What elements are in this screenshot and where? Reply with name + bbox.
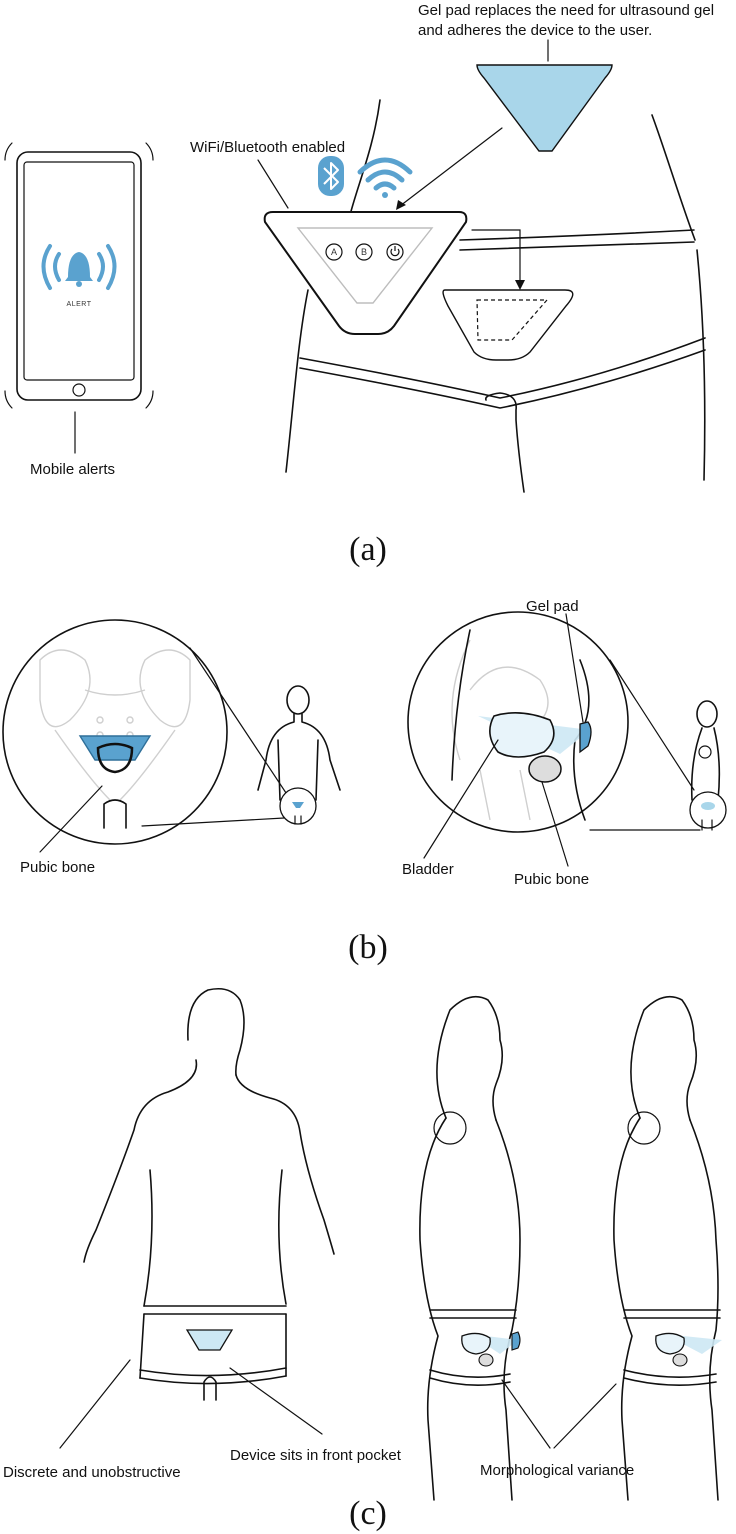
device-to-pocket-arrow — [471, 229, 521, 283]
button-b[interactable]: B — [355, 243, 373, 261]
pocket-label: Device sits in front pocket — [230, 1447, 402, 1464]
svg-text:B: B — [361, 247, 367, 257]
zoom-connector — [189, 647, 297, 809]
side-bladder-label: Bladder — [402, 861, 454, 878]
zoom-connector — [609, 659, 695, 791]
panel-c-label: (c) — [349, 1495, 387, 1532]
pocket-device-outline — [476, 299, 549, 341]
phone-screen — [23, 161, 135, 381]
bladder-leader — [423, 739, 499, 859]
bell-icon — [41, 244, 117, 290]
svg-text:A: A — [331, 247, 337, 257]
front-zoom-circle — [2, 619, 228, 845]
side-view-figure-1 — [419, 995, 521, 1501]
pubic-leader-front — [39, 785, 103, 853]
side-gel-pad — [579, 721, 592, 754]
phone: ALERT — [4, 142, 154, 454]
panel-a-label: (a) — [349, 531, 387, 568]
variance-label: Morphological variance — [480, 1462, 634, 1479]
button-a[interactable]: A — [325, 243, 343, 261]
side-pubic-bone — [528, 755, 562, 783]
pocket-device — [185, 1329, 234, 1351]
vibration-arc — [145, 390, 154, 409]
wireless-leader-line — [257, 159, 289, 209]
phone-alert-text: ALERT — [67, 301, 92, 308]
zoom-connector — [141, 817, 285, 827]
gel-leader-side — [565, 613, 584, 723]
arrow-head — [515, 280, 525, 290]
bluetooth-icon — [318, 156, 344, 196]
side-bladder — [489, 712, 555, 758]
power-icon[interactable] — [386, 243, 404, 261]
side-pubic-label: Pubic bone — [514, 871, 589, 888]
wifi-icon — [357, 157, 413, 198]
gel-caption-line2: and adheres the device to the user. — [418, 22, 652, 39]
pubic-leader-side — [541, 781, 569, 867]
back-view-figure — [83, 987, 335, 1401]
small-figure-front — [257, 685, 341, 825]
variance-leader-2 — [553, 1383, 617, 1449]
arrow-head — [396, 200, 406, 210]
panel-a: ALERT Mobile alerts Gel pad replaces the… — [4, 2, 714, 568]
vibration-arc — [4, 390, 13, 409]
small-figure-side — [689, 700, 727, 831]
vibration-arc — [4, 142, 13, 161]
gel-to-device-arrow — [399, 127, 503, 207]
pocket-leader — [229, 1367, 323, 1435]
discrete-label: Discrete and unobstructive — [3, 1464, 181, 1481]
panel-c: Discrete and unobstructive Device sits i… — [3, 987, 722, 1532]
ultrasound-device: A B — [263, 211, 468, 335]
side-view-figure-2 — [613, 995, 722, 1501]
mobile-alerts-label: Mobile alerts — [30, 461, 115, 478]
panel-b: Pubic bone — [2, 598, 727, 966]
panel-b-label: (b) — [348, 929, 388, 966]
gel-caption-line1: Gel pad replaces the need for ultrasound… — [418, 2, 714, 19]
phone-body — [16, 151, 142, 401]
gel-pad — [476, 64, 613, 152]
front-pubic-label: Pubic bone — [20, 859, 95, 876]
vibration-arc — [145, 142, 154, 161]
discrete-leader — [59, 1359, 131, 1449]
variance-leader-1 — [501, 1379, 551, 1449]
wireless-label: WiFi/Bluetooth enabled — [190, 139, 345, 156]
phone-home-button — [72, 383, 86, 397]
front-pubic-outline — [96, 742, 134, 774]
side-gel-label: Gel pad — [526, 598, 579, 615]
side-zoom-circle — [407, 611, 629, 833]
